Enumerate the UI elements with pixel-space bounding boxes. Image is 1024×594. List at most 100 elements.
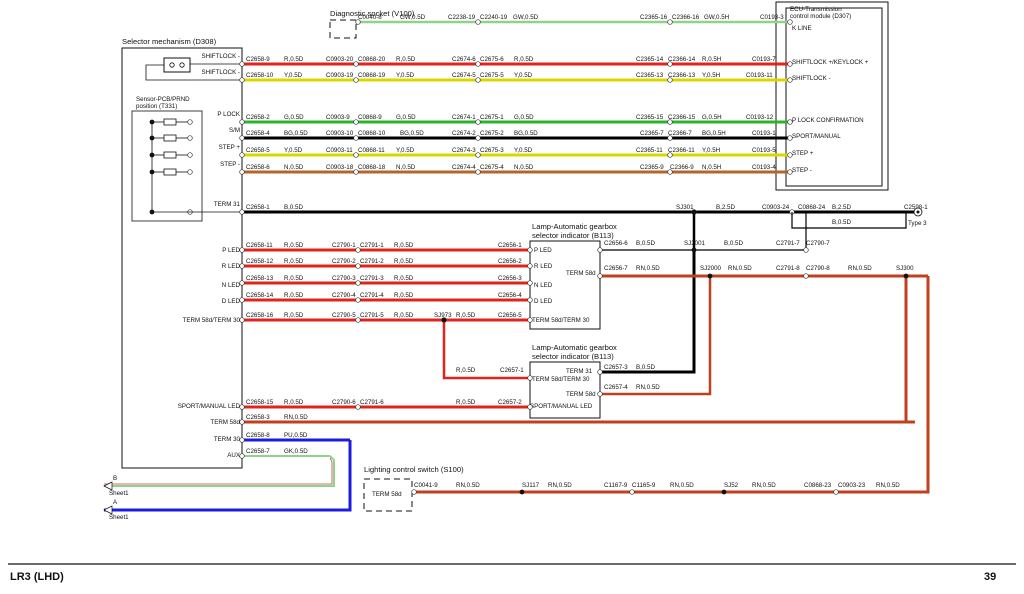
wire-term58d-label-0: C2658-3	[246, 414, 270, 421]
lamp1-title-1: Lamp-Automatic gearbox	[532, 222, 617, 231]
junction-sj52	[721, 489, 727, 495]
wire-sm-node-1	[353, 135, 359, 141]
sensor-pcb: Sensor-PCB/PRND position (T331)	[131, 96, 242, 222]
footer-model: LR3 (LHD)	[10, 571, 64, 583]
wire-stepplus-label-11: C0193-5	[752, 147, 776, 154]
wire-stepplus-node-2	[475, 152, 481, 158]
extra-label-rn05d_c: RN,0.5D	[670, 482, 694, 489]
wire-nled-node-0	[239, 280, 245, 286]
wire-plock-node-0	[239, 119, 245, 125]
sensor-resistor-1	[163, 134, 177, 142]
extra-label-rn05d_d: RN,0.5D	[876, 482, 900, 489]
wire-sm-label-5: C2674-2	[452, 130, 476, 137]
sensor-junction-1	[149, 135, 155, 141]
wire-sportled-label-3: C2791-6	[360, 399, 384, 406]
wire-term58d30-label-4: R,0.5D	[394, 312, 414, 319]
wire-stepplus-label-10: Y,0.5H	[702, 147, 720, 154]
ecu-label-4: SPORT/MANUAL	[792, 133, 841, 140]
wire-rled-label-3: C2791-2	[360, 258, 384, 265]
wire-nled-node-1	[355, 280, 361, 286]
wire-term58d-label-1: RN,0.5D	[284, 414, 308, 421]
wire-shiftlock1-node-4	[787, 61, 793, 67]
wire-shiftlock2-node-4	[787, 77, 793, 83]
wire-term31-label-5: C0868-24	[798, 204, 826, 211]
lamp2-label-1: TERM 58d/TERM 30	[532, 376, 590, 383]
wire-pled-label-0: C2658-11	[246, 242, 273, 249]
node-lamp2-c2657-3	[597, 369, 603, 375]
wire-sm-node-2	[475, 135, 481, 141]
wire-shiftlock1-label-2: C0903-20	[326, 56, 354, 63]
left-label-6: TERM 31	[214, 201, 241, 208]
left-label-1: SHIFTLOCK -	[201, 69, 240, 76]
wire-sportled-node-2	[527, 404, 533, 410]
left-label-2: P LOCK	[217, 111, 240, 118]
wire-shiftlock1-node-1	[353, 61, 359, 67]
selector-title: Selector mechanism (D308)	[122, 37, 217, 46]
wire-nled-label-2: C2790-3	[332, 275, 356, 282]
wire-shiftlock2-node-0	[239, 77, 245, 83]
extra-label-ls_rn05d: RN,0.5D	[456, 482, 480, 489]
left-label-15: AUX	[227, 452, 240, 459]
wire-stepplus-label-3: C0868-11	[358, 147, 385, 154]
wire-term30-label-1: PU,0.5D	[284, 432, 308, 439]
wire-pled-label-2: C2790-1	[332, 242, 356, 249]
wire-diag-node-1	[475, 19, 481, 25]
wire-pled-node-1	[355, 247, 361, 253]
wire-dled-node-2	[527, 297, 533, 303]
junction-sj2001	[691, 247, 697, 253]
sheet-ref-b: B Sheet1	[109, 475, 129, 497]
wire-term58d30-label-5: SJ973	[434, 312, 452, 319]
wire-nled-label-3: C2791-3	[360, 275, 384, 282]
wire-pled-node-0	[239, 247, 245, 253]
wire-shiftlock2-label-8: C2365-13	[636, 72, 664, 79]
extra-label-lamp1_b05d: B,0.5D	[636, 240, 655, 247]
node-c1167-9	[629, 489, 635, 495]
left-label-9: N LED	[222, 282, 241, 289]
wire-shiftlock2-label-4: Y,0.5D	[396, 72, 415, 79]
left-label-13: TERM 58d	[210, 419, 240, 426]
wire-nled-node-2	[527, 280, 533, 286]
wire-term30-label-0: C2658-8	[246, 432, 270, 439]
wire-rled-node-0	[239, 263, 245, 269]
sensor-title-2: position (T331)	[136, 103, 177, 110]
extra-label-lamp1_rn05d: RN,0.5D	[636, 265, 660, 272]
extra-label-sj2000_rn: RN,0.5D	[728, 265, 752, 272]
wire-sm-label-8: C2365-7	[640, 130, 664, 137]
ground-type3: Type 3	[908, 207, 927, 227]
extra-label-rn05d_b: RN,0.5D	[848, 265, 872, 272]
sheet-a-letter: A	[113, 499, 118, 506]
wire-term31-label-1: B,0.5D	[284, 204, 303, 211]
ecu-label-2: SHIFTLOCK -	[792, 75, 831, 82]
extra-label-sj117_rn: RN,0.5D	[548, 482, 572, 489]
extra-label-lamp1_c2656_6: C2656-6	[604, 240, 628, 247]
wire-plock-node-1	[353, 119, 359, 125]
extra-label-lamp2_rn05d: RN,0.5D	[636, 384, 660, 391]
wire-stepminus-label-9: C2366-9	[670, 164, 694, 171]
extra-label-sj52: SJ52	[724, 482, 739, 489]
wire-stepminus-node-1	[353, 169, 359, 175]
ecu-title-1: ECU-Transmission	[790, 6, 842, 13]
wire-plock-label-3: C0868-9	[358, 114, 382, 121]
sheet-b-arrow	[103, 481, 113, 491]
wire-stepminus-node-2	[475, 169, 481, 175]
wire-rled-label-5: C2656-2	[498, 258, 522, 265]
sensor-terminal-1	[187, 135, 193, 141]
wire-sm-node-0	[239, 135, 245, 141]
sensor-resistor-2	[163, 151, 177, 159]
sensor-terminal-0	[187, 119, 193, 125]
wire-rled-node-1	[355, 263, 361, 269]
wire-diag-node-3	[787, 19, 793, 25]
extra-label-lamp2_c2657_1: C2657-1	[500, 367, 524, 374]
wire-sportled-label-1: R,0.5D	[284, 399, 304, 406]
left-label-3: S/M	[229, 127, 240, 134]
wire-shiftlock2-label-1: Y,0.5D	[284, 72, 303, 79]
extra-label-sj52_rn: RN,0.5D	[752, 482, 776, 489]
selector-mechanism: Selector mechanism (D308)	[121, 37, 243, 469]
wire-shiftlock2-label-7: Y,0.5D	[514, 72, 533, 79]
wire-term58d30-label-1: R,0.5D	[284, 312, 304, 319]
